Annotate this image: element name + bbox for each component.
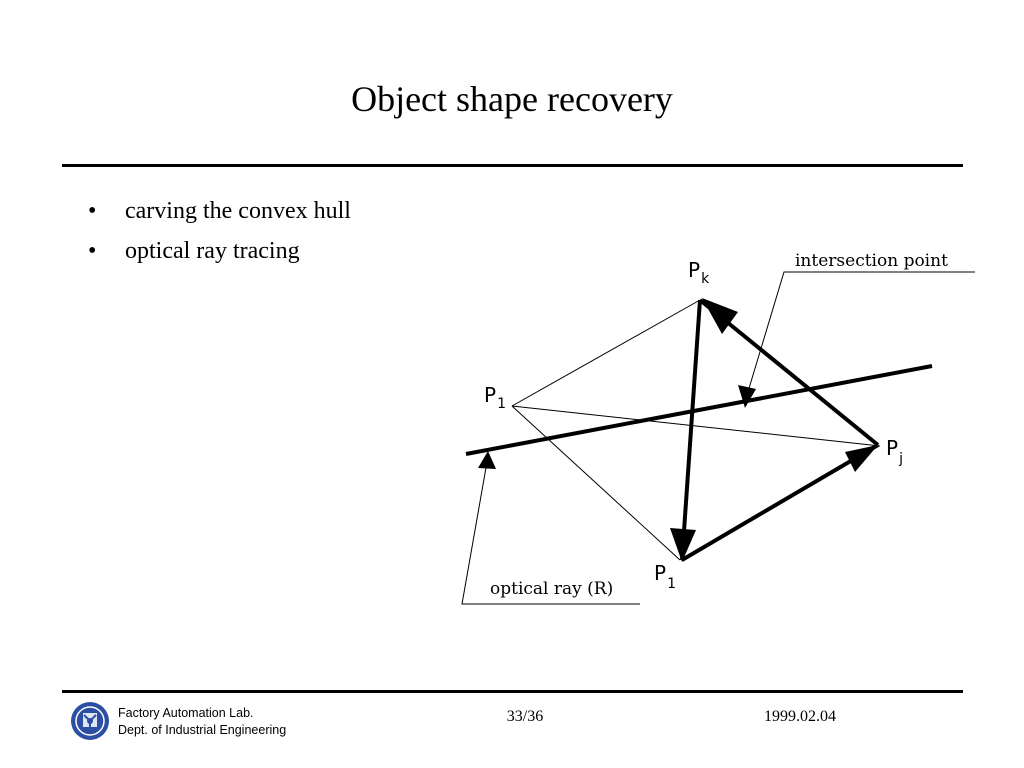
label-p1: P1 [484, 383, 506, 412]
label-pj: Pj [886, 436, 903, 467]
bullet-item: • carving the convex hull [88, 196, 351, 236]
bullet-item: • optical ray tracing [88, 236, 351, 276]
triangle-arrowheads [670, 298, 878, 562]
arrowhead-up [702, 298, 738, 334]
slide-title: Object shape recovery [351, 79, 673, 119]
university-seal-icon [71, 702, 109, 740]
ray-pointer [461, 451, 640, 605]
bullet-dot: • [88, 238, 97, 264]
footer-lab: Factory Automation Lab. [118, 706, 254, 720]
bullet-text: carving the convex hull [125, 198, 351, 224]
label-pi: P1 [654, 561, 676, 592]
projection-triangle [680, 298, 880, 562]
footer-divider [62, 690, 963, 693]
title-divider [62, 164, 963, 167]
footer-page-number: 33/36 [506, 708, 544, 725]
footer-affiliation: Factory Automation Lab. Dept. of Industr… [118, 705, 286, 739]
label-pk: Pk [688, 258, 710, 287]
intersection-pointer [738, 271, 975, 408]
arrowhead-right [845, 445, 878, 472]
optical-ray-line [465, 364, 933, 456]
arrowhead-down [670, 528, 696, 562]
label-intersection-point: intersection point [795, 251, 948, 271]
footer-date: 1999.02.04 [764, 708, 836, 725]
bullet-dot: • [88, 198, 97, 224]
ray-tracing-diagram: Pk P1 Pj P1 intersection point optical r… [461, 251, 975, 605]
thin-outline [511, 299, 881, 561]
label-optical-ray: optical ray (R) [490, 579, 613, 599]
bullet-list: • carving the convex hull • optical ray tr… [88, 196, 351, 276]
footer-dept: Dept. of Industrial Engineering [118, 723, 287, 737]
bullet-text: optical ray tracing [125, 238, 300, 264]
